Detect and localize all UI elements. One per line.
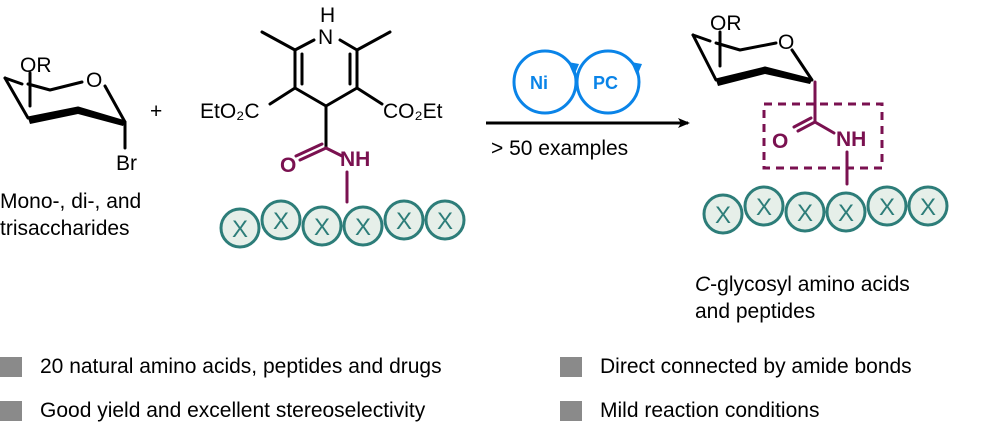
residue-circle [866, 185, 908, 227]
residue-label: X [273, 208, 289, 235]
amino-acid-residue: X [424, 199, 466, 241]
product-caption-line2: and peptides [695, 300, 815, 323]
amino-acid-residue: X [702, 193, 744, 235]
residue-circle [702, 193, 744, 235]
ni-cycle-arrowhead [568, 62, 579, 76]
residue-circle [825, 191, 867, 233]
product-substituent-label: OR [710, 12, 742, 35]
feature-item: Direct connected by amide bonds [560, 355, 912, 379]
residue-label: X [797, 200, 813, 227]
residue-label: X [838, 200, 854, 227]
product-back-bonds [691, 33, 778, 52]
residue-label: X [396, 208, 412, 235]
residue-circle [424, 199, 466, 241]
nh-hydrogen-label: H [320, 4, 335, 27]
feature-text: Mild reaction conditions [600, 399, 820, 422]
amino-acid-residue: X [260, 199, 302, 241]
plus-sign: + [150, 100, 162, 123]
ester-left-label: EtO₂C [200, 100, 260, 123]
residue-label: X [920, 194, 936, 221]
product-amide-oxygen-label: O [772, 130, 788, 153]
amino-acid-residue: X [342, 205, 384, 247]
residue-circle [219, 207, 261, 249]
back-bonds [3, 76, 84, 92]
residue-circle [260, 199, 302, 241]
amino-acid-residue: X [825, 191, 867, 233]
ring-nitrogen-label: N [318, 26, 333, 49]
residue-label: X [756, 194, 772, 221]
product-ring-oxygen-label: O [778, 31, 794, 54]
residue-circle [907, 185, 949, 227]
feature-item: Good yield and excellent stereoselectivi… [0, 399, 425, 423]
bullet-square-icon [560, 357, 582, 377]
reactant1-caption-line2: trisaccharides [0, 217, 130, 240]
ester-right-label: CO₂Et [383, 100, 443, 123]
feature-text: 20 natural amino acids, peptides and dru… [40, 355, 442, 378]
residue-label: X [879, 194, 895, 221]
amide-nh-label: NH [340, 148, 370, 171]
residue-circle [301, 205, 343, 247]
reactant1-caption-line1: Mono-, di-, and [0, 190, 141, 213]
amino-acid-residue: X [784, 191, 826, 233]
pc-cycle-icon [575, 49, 641, 115]
product-amide-nh-label: NH [836, 128, 866, 151]
wedge-bonds [28, 108, 125, 126]
pc-cycle-arrowhead [631, 62, 642, 76]
feature-text: Good yield and excellent stereoselectivi… [40, 399, 426, 422]
amino-acid-residue: X [219, 207, 261, 249]
caption-rest: -glycosyl amino acids [710, 273, 910, 296]
amide-highlight-box [762, 102, 884, 170]
residue-circle [784, 191, 826, 233]
feature-text: Direct connected by amide bonds [600, 355, 912, 378]
residue-label: X [355, 214, 371, 241]
feature-item: 20 natural amino acids, peptides and dru… [0, 355, 442, 379]
feature-item: Mild reaction conditions [560, 399, 819, 423]
substituent-label: OR [20, 54, 52, 77]
amino-acid-residue: X [383, 199, 425, 241]
amino-acid-residue: X [301, 205, 343, 247]
nickel-catalyst-label: Ni [530, 73, 548, 93]
product-amide-bonds [792, 80, 836, 135]
caption-italic-c: C [695, 273, 711, 296]
amino-acid-residue: X [866, 185, 908, 227]
residue-label: X [314, 214, 330, 241]
leaving-group-label: Br [116, 152, 137, 175]
reaction-conditions: Ni PC > 50 examples [486, 49, 690, 160]
product-wedge-bonds [716, 68, 812, 86]
product-caption-line1: C-glycosyl amino acids [695, 273, 910, 296]
examples-label: > 50 examples [491, 137, 628, 160]
bullet-square-icon [0, 357, 22, 377]
residue-label: X [715, 202, 731, 229]
ester-bonds [268, 86, 384, 106]
residue-label: X [437, 208, 453, 235]
residue-circle [743, 185, 785, 227]
residue-label: X [232, 216, 248, 243]
amide-oxygen-label: O [280, 154, 296, 177]
photocatalyst-label: PC [593, 73, 618, 93]
bullet-square-icon [560, 401, 582, 421]
residue-circle [342, 205, 384, 247]
amide-bonds [294, 142, 344, 162]
amino-acid-residue: X [907, 185, 949, 227]
amino-acid-residue: X [743, 185, 785, 227]
double-bonds [300, 52, 352, 86]
glycosyl-bromide: OR O Br Mono-, di-, and trisaccharides [0, 54, 141, 240]
bullet-square-icon [0, 401, 22, 421]
methyl-bonds [260, 30, 392, 52]
ring-oxygen-label: O [86, 69, 102, 92]
residue-circle [383, 199, 425, 241]
